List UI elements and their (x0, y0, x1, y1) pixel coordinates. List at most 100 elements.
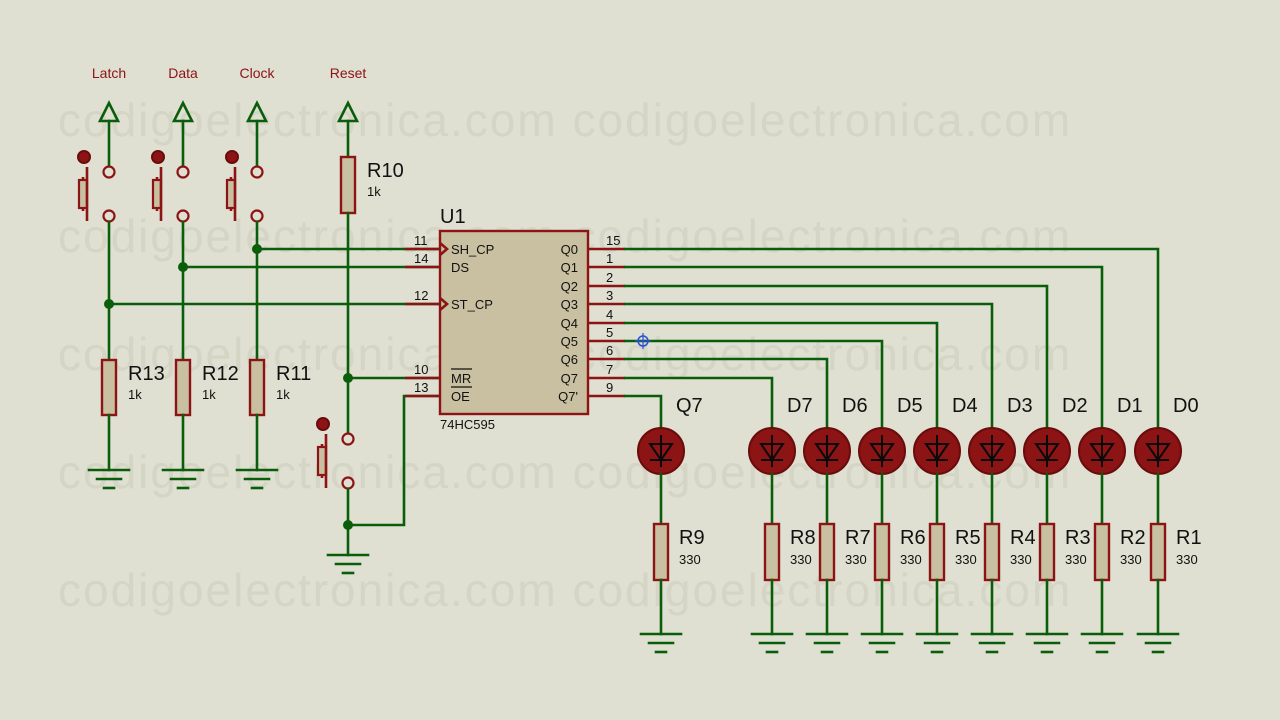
led (1078, 427, 1126, 475)
ic-body (438, 229, 590, 416)
resistor-ref: R1 (1176, 527, 1202, 549)
resistor-body (763, 522, 781, 582)
resistor-ref: R12 (202, 363, 239, 385)
ground-symbol (1136, 632, 1180, 654)
push-button[interactable] (77, 150, 116, 223)
led (748, 427, 796, 475)
resistor-value: 1k (276, 387, 290, 402)
resistor-value: 330 (679, 552, 701, 567)
watermark-text: codigoelectronica.com codigoelectronica.… (58, 564, 1072, 616)
output-wire (623, 394, 663, 430)
resistor-rect (1093, 522, 1111, 582)
output-wire (623, 284, 1049, 430)
clock-edge-marker (439, 297, 449, 311)
button-knob (225, 150, 239, 164)
junction-dot (178, 262, 188, 272)
resistor-ref: R8 (790, 527, 816, 549)
resistor-ref: R3 (1065, 527, 1091, 549)
led-label: D5 (897, 395, 923, 417)
pin-name: Q0 (561, 242, 578, 257)
pin-name: DS (451, 260, 469, 275)
pin-number: 14 (414, 251, 428, 266)
led-label: D7 (787, 395, 813, 417)
button-contact (250, 209, 264, 223)
resistor-rect (983, 522, 1001, 582)
output-wire (623, 302, 994, 430)
resistor-ref: R5 (955, 527, 981, 549)
resistor-rect (100, 358, 118, 417)
led-label: Q7 (676, 395, 703, 417)
pin-number: 12 (414, 288, 428, 303)
ic-part: 74HC595 (440, 417, 495, 432)
ground-symbol (970, 632, 1014, 654)
junction-dot (343, 373, 353, 383)
resistor-rect (763, 522, 781, 582)
resistor-body (873, 522, 891, 582)
output-section: Q7R9330D7R8330D6R7330D5R6330D4R5330D3R43… (623, 247, 1202, 654)
pin-number: 4 (606, 307, 613, 322)
pin-name: Q2 (561, 279, 578, 294)
button-knob (316, 417, 330, 431)
pin-number: 15 (606, 233, 620, 248)
resistor-rect (339, 155, 357, 215)
watermark-text: codigoelectronica.com codigoelectronica.… (58, 94, 1072, 146)
pin-number: 3 (606, 288, 613, 303)
ground-symbol (805, 632, 849, 654)
led (637, 427, 685, 475)
resistor-rect (248, 358, 266, 417)
cursor-marker (635, 333, 651, 349)
resistor-ref: R10 (367, 160, 404, 182)
output-wire (623, 339, 884, 430)
ground-symbol (161, 468, 205, 490)
push-button[interactable] (316, 417, 355, 490)
terminal-label: Reset (330, 65, 367, 81)
pin-name: Q3 (561, 297, 578, 312)
output-wire (623, 247, 1160, 430)
resistor-value: 330 (955, 552, 977, 567)
resistor-value: 1k (128, 387, 142, 402)
led (968, 427, 1016, 475)
push-button[interactable] (151, 150, 190, 223)
button-contact (250, 165, 264, 179)
resistor-body (1038, 522, 1056, 582)
button-contact (176, 209, 190, 223)
terminal-label: Data (168, 65, 198, 81)
resistor-body (339, 155, 357, 215)
resistor-value: 330 (790, 552, 812, 567)
ground-symbol (639, 632, 683, 654)
led (1134, 427, 1182, 475)
resistor-ref: R7 (845, 527, 871, 549)
led (1023, 427, 1071, 475)
resistor-body (818, 522, 836, 582)
pin-name: Q7 (561, 371, 578, 386)
resistor-value: 330 (1176, 552, 1198, 567)
resistor-rect (1038, 522, 1056, 582)
output-wire (623, 376, 774, 430)
led-label: D1 (1117, 395, 1143, 417)
pin-name: Q6 (561, 352, 578, 367)
output-wire (623, 265, 1104, 430)
pin-number: 7 (606, 362, 613, 377)
resistor-value: 330 (1065, 552, 1087, 567)
pin-number: 13 (414, 380, 428, 395)
junction-dot (252, 244, 262, 254)
pin-number: 1 (606, 251, 613, 266)
resistor-body (983, 522, 1001, 582)
resistor-value: 1k (202, 387, 216, 402)
pin-number: 11 (414, 233, 428, 248)
pin-name: Q1 (561, 260, 578, 275)
output-wire (623, 321, 939, 430)
clock-edge-marker (439, 242, 449, 256)
ground-symbol (326, 553, 370, 575)
ground-symbol (235, 468, 279, 490)
resistor-rect (928, 522, 946, 582)
led-label: D6 (842, 395, 868, 417)
led (858, 427, 906, 475)
pin-number: 9 (606, 380, 613, 395)
resistor-body (652, 522, 670, 582)
resistor-ref: R2 (1120, 527, 1146, 549)
pin-name: OE (451, 389, 470, 404)
resistor-value: 330 (1010, 552, 1032, 567)
